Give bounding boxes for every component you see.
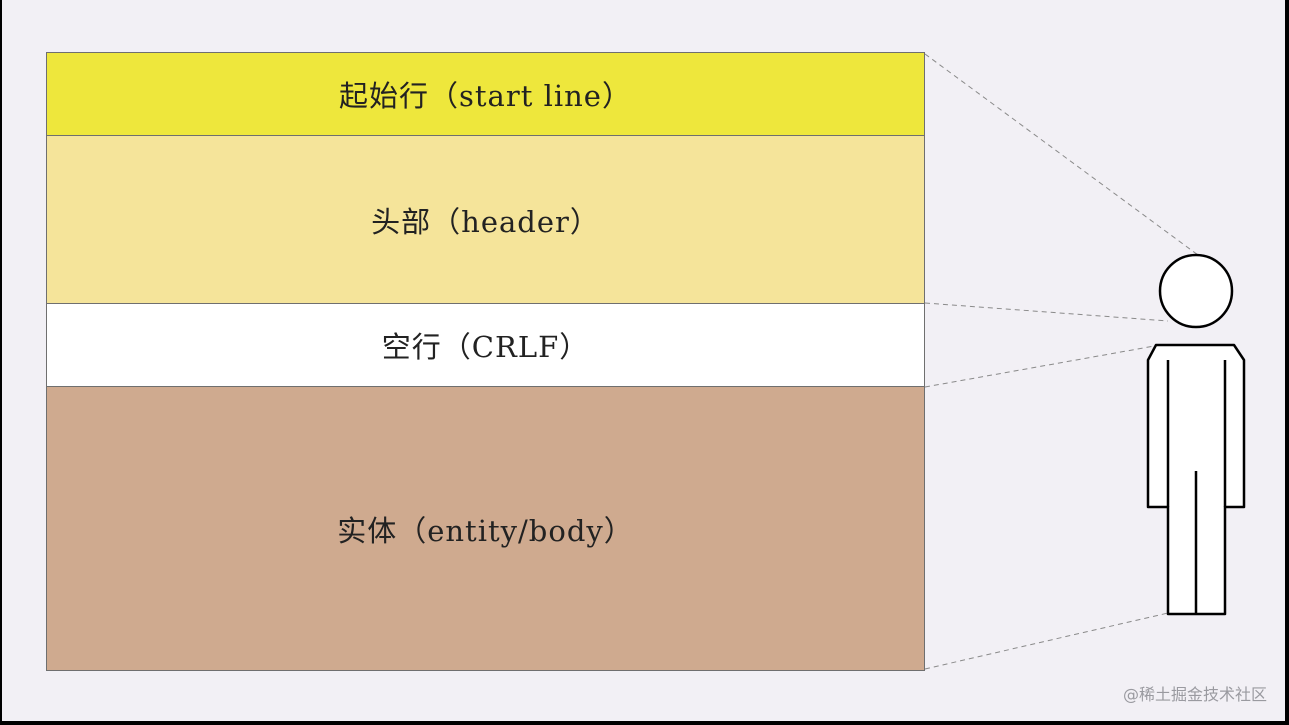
blank-line-block: 空行（CRLF）: [46, 303, 925, 387]
person-head: [1158, 253, 1234, 329]
header-label: 头部（header）: [371, 204, 600, 239]
start-line-label: 起始行（start line）: [339, 79, 632, 113]
connector-line-bottom: [924, 612, 1169, 670]
body-label: 实体（entity/body）: [337, 513, 634, 548]
start-line-block: 起始行（start line）: [46, 52, 925, 136]
body-block: 实体（entity/body）: [46, 386, 925, 671]
connector-line-top: [924, 53, 1199, 256]
connector-line-header: [924, 302, 1169, 322]
watermark: @稀土掘金技术社区: [1122, 685, 1267, 704]
blank-line-label: 空行（CRLF）: [381, 330, 590, 364]
person-icon: [1146, 253, 1246, 616]
connector-line-crlf: [924, 344, 1161, 388]
